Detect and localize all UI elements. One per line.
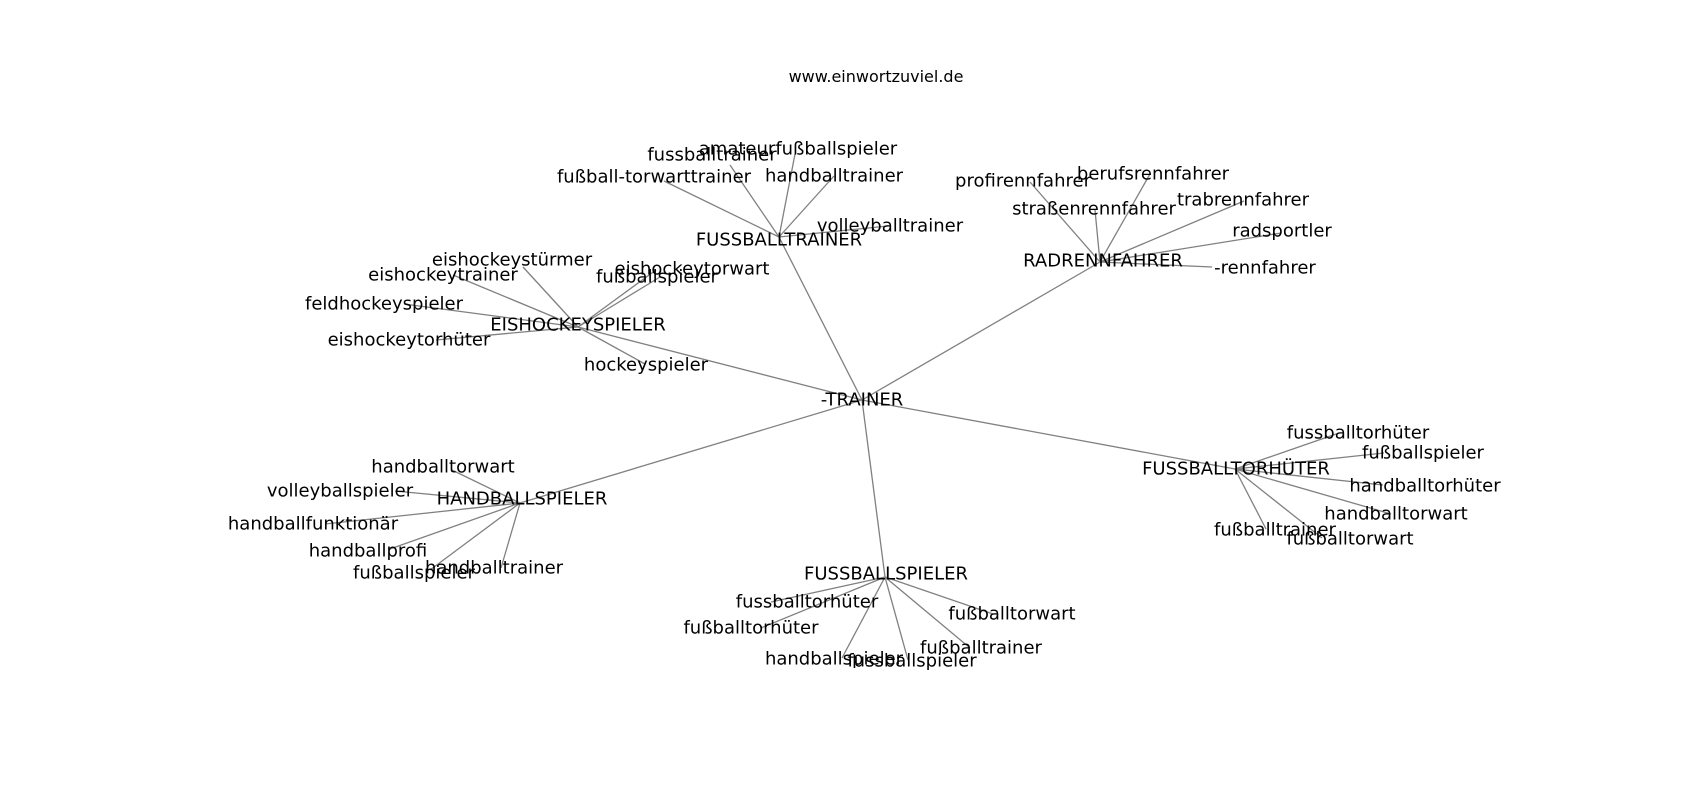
leaf-node-label: fußball-torwarttrainer (557, 167, 752, 188)
leaf-node-label: handballtrainer (425, 558, 564, 579)
edge-hub-leaf (1234, 432, 1340, 470)
leaf-node-label: handballtorhüter (1349, 476, 1501, 497)
leaf-node-label: trabrennfahrer (1177, 190, 1310, 211)
edge-hub-leaf (1234, 468, 1392, 515)
leaf-node-label: straßenrennfahrer (1012, 199, 1176, 220)
leaf-node-label: eishockeytorwart (615, 259, 770, 280)
edge-hub-leaf (1099, 173, 1151, 263)
leaf-node-label: fußballspieler (596, 267, 718, 288)
edge-hub-leaf (577, 326, 646, 365)
leaf-node-label: fussballtrainer (647, 145, 777, 166)
edge-root-hub (577, 326, 863, 401)
edge-hub-leaf (1234, 468, 1323, 539)
edge-root-hub (861, 399, 886, 578)
edge-hub-leaf (663, 180, 780, 238)
leaf-node-label: handballspieler (765, 649, 904, 670)
leaf-node-label: volleyballspieler (267, 481, 414, 502)
leaf-node-label: handballtrainer (765, 166, 904, 187)
leaf-node-label: fußballspieler (353, 563, 475, 584)
edge-hub-leaf (394, 490, 521, 504)
edge-root-hub (778, 236, 863, 401)
page-title: www.einwortzuviel.de (789, 67, 964, 86)
edge-hub-leaf (1234, 468, 1384, 486)
edge-hub-leaf (500, 502, 521, 569)
edge-root-hub (861, 261, 1101, 401)
leaf-node-label: eishockeystürmer (432, 250, 593, 271)
leaf-node-label: berufsrennfahrer (1077, 164, 1230, 185)
edge-hub-leaf (1234, 452, 1385, 470)
leaf-node-label: fussballtorhüter (1287, 423, 1430, 444)
edge-hub-leaf (452, 274, 579, 328)
edge-hub-leaf (778, 153, 796, 238)
edge-hub-leaf (389, 502, 521, 550)
edge-hub-leaf (522, 266, 579, 328)
edge-hub-leaf (451, 469, 521, 504)
edge-hub-leaf (1234, 468, 1267, 530)
edge-hub-leaf (884, 576, 971, 649)
edge-hub-leaf (884, 576, 909, 661)
leaf-node-label: fußballtrainer (920, 638, 1043, 659)
leaf-node-label: -rennfahrer (1214, 258, 1316, 279)
edge-hub-leaf (577, 269, 657, 328)
leaf-node-label: hockeyspieler (584, 355, 709, 376)
leaf-node-label: handballtorwart (1324, 504, 1467, 525)
graph-labels: -TRAINER FUSSBALLTRAINER amateurfußballspi… (228, 139, 1501, 672)
edge-root-hub (519, 399, 863, 504)
leaf-node-label: profirennfahrer (955, 171, 1092, 192)
edge-root-hub (861, 399, 1236, 470)
edge-hub-leaf (1029, 181, 1101, 263)
leaf-node-label: volleyballtrainer (817, 216, 964, 237)
leaf-node-label: radsportler (1232, 221, 1332, 242)
leaf-node-label: fußballtorwart (1286, 529, 1413, 550)
leaf-node-label: fussballspieler (847, 651, 977, 672)
leaf-node-label: fussballtorhüter (736, 592, 879, 613)
leaf-node-label: eishockeytrainer (368, 265, 518, 286)
leaf-node-label: fußballtorhüter (683, 618, 819, 639)
edge-hub-leaf (1099, 200, 1245, 263)
edge-hub-leaf (770, 576, 886, 603)
edge-hub-leaf (841, 576, 886, 659)
leaf-node-label: handballtorwart (371, 457, 514, 478)
edge-hub-leaf (729, 164, 780, 238)
hub-node-label: FUSSBALLSPIELER (804, 564, 968, 585)
leaf-node-label: fußballtorwart (948, 604, 1075, 625)
graph-edges (324, 153, 1392, 661)
edge-hub-leaf (884, 576, 994, 615)
leaf-node-label: feldhockeyspieler (305, 294, 464, 315)
edge-hub-leaf (1094, 209, 1101, 263)
leaf-node-label: handballprofi (309, 541, 428, 562)
edge-hub-leaf (403, 303, 579, 328)
leaf-node-label: fußballspieler (1362, 443, 1484, 464)
hub-node-label: RADRENNFAHRER (1023, 251, 1183, 272)
hub-node-label: HANDBALLSPIELER (437, 489, 608, 510)
edge-hub-leaf (1099, 232, 1282, 263)
hub-node-label: FUSSBALLTRAINER (696, 230, 862, 251)
edge-hub-leaf (435, 326, 579, 341)
leaf-node-label: amateurfußballspieler (699, 139, 898, 160)
edge-hub-leaf (760, 576, 886, 629)
edge-hub-leaf (429, 502, 521, 571)
edge-hub-leaf (1099, 261, 1213, 268)
leaf-node-label: fußballtrainer (1214, 520, 1337, 541)
edge-hub-leaf (778, 225, 889, 238)
hub-node-label: FUSSBALLTORHÜTER (1142, 458, 1330, 480)
root-node-label: -TRAINER (821, 390, 904, 411)
leaf-node-label: handballfunktionär (228, 514, 399, 535)
edge-hub-leaf (778, 175, 835, 238)
leaf-node-label: eishockeytorhüter (328, 330, 491, 351)
hub-node-label: EISHOCKEYSPIELER (490, 315, 665, 336)
edge-hub-leaf (324, 502, 521, 525)
edge-hub-leaf (577, 276, 661, 328)
